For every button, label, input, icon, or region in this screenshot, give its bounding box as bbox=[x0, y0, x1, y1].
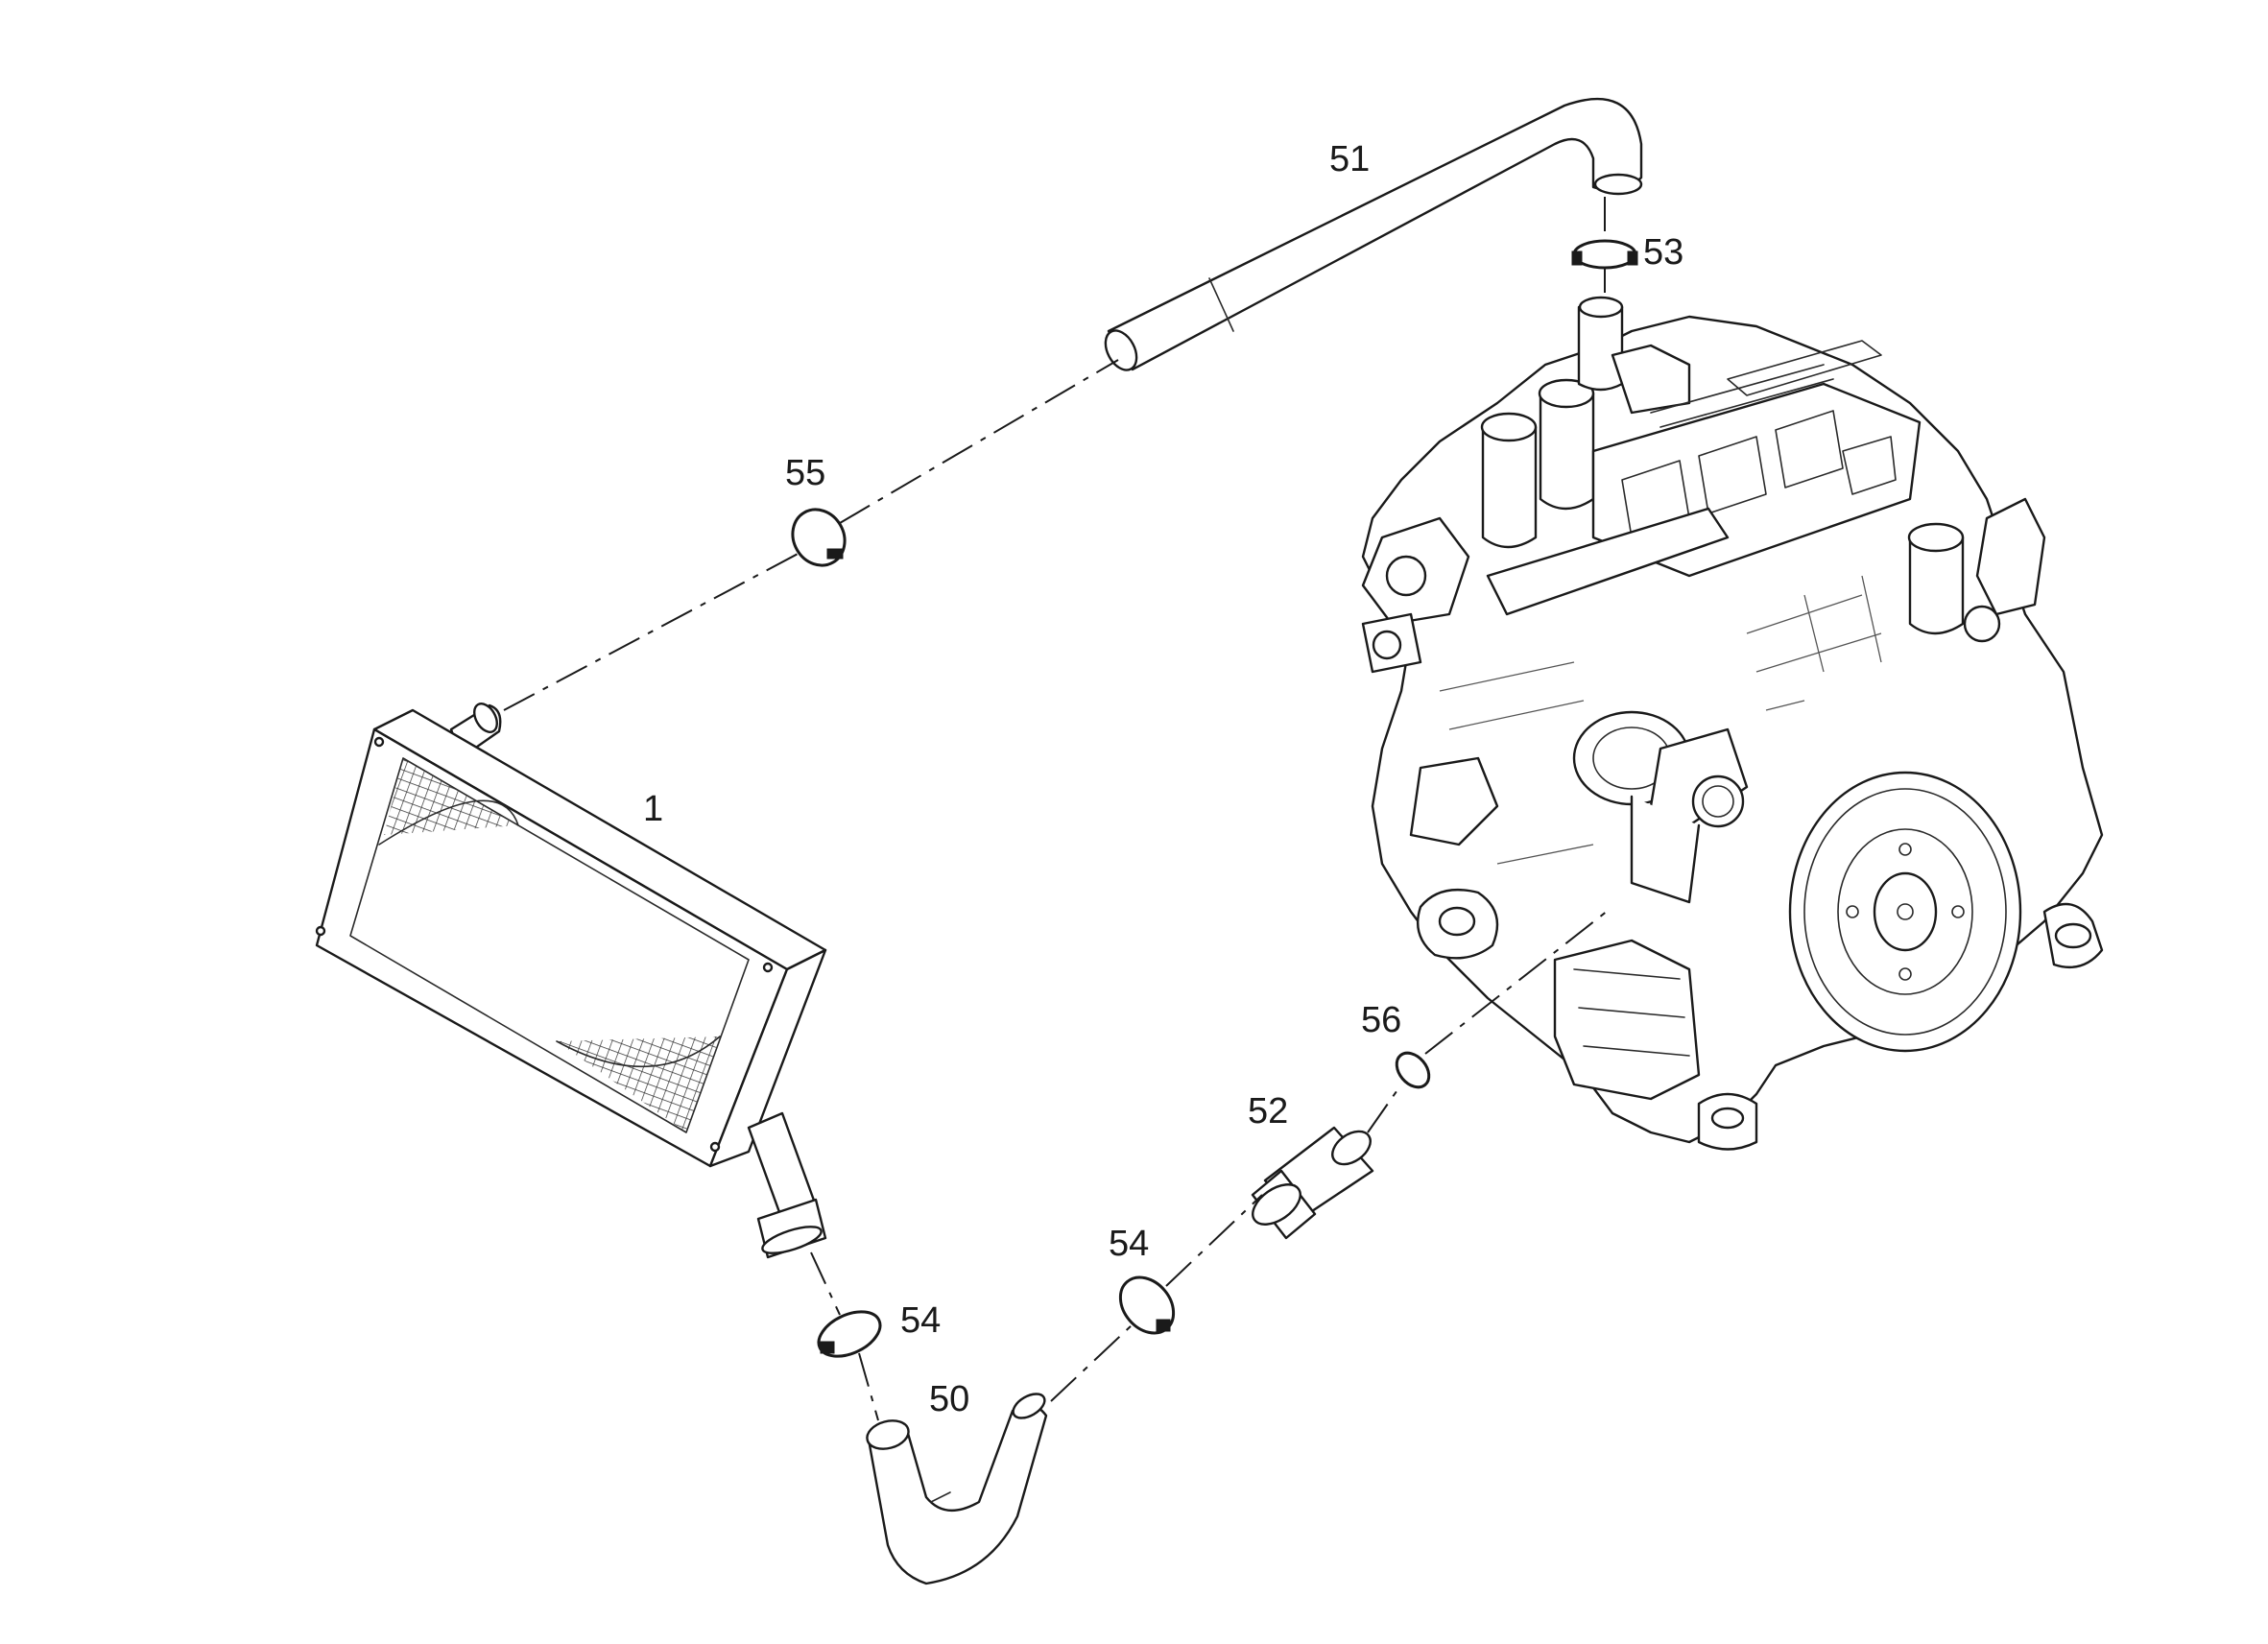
hose-51 bbox=[1104, 97, 1643, 371]
callout-56: 56 bbox=[1361, 1000, 1401, 1040]
coolant-outlet-stub bbox=[1577, 296, 1691, 415]
seal-56 bbox=[1395, 1051, 1431, 1089]
left-accessories bbox=[1361, 516, 1499, 960]
callout-55: 55 bbox=[785, 453, 825, 493]
callout-54-right: 54 bbox=[1109, 1224, 1149, 1264]
intake-rail bbox=[1486, 507, 1730, 616]
clamp-54-right bbox=[1118, 1275, 1176, 1335]
clamp-54-left bbox=[817, 1310, 882, 1358]
flywheel bbox=[1788, 771, 2022, 1053]
charge-air-cooler bbox=[315, 703, 827, 1259]
hose-50 bbox=[866, 1393, 1048, 1585]
turbocharger bbox=[1572, 710, 1749, 904]
clamp-55 bbox=[791, 508, 847, 567]
callout-52: 52 bbox=[1248, 1091, 1288, 1132]
oil-pan bbox=[1553, 939, 1701, 1101]
pipe-52 bbox=[1251, 1126, 1374, 1240]
filter-canisters bbox=[1480, 378, 1965, 635]
callout-51: 51 bbox=[1329, 139, 1370, 179]
clamp-53 bbox=[1571, 239, 1638, 270]
callout-50: 50 bbox=[929, 1379, 969, 1419]
assembly-centerlines bbox=[503, 197, 1613, 1421]
callout-1: 1 bbox=[643, 789, 663, 829]
engine-assembly bbox=[1361, 296, 2104, 1151]
callout-54-left: 54 bbox=[900, 1300, 941, 1341]
right-accessories bbox=[1963, 497, 2104, 969]
callout-labels: 1 51 53 55 56 52 54 54 50 bbox=[643, 139, 1683, 1419]
callout-53: 53 bbox=[1643, 232, 1683, 273]
